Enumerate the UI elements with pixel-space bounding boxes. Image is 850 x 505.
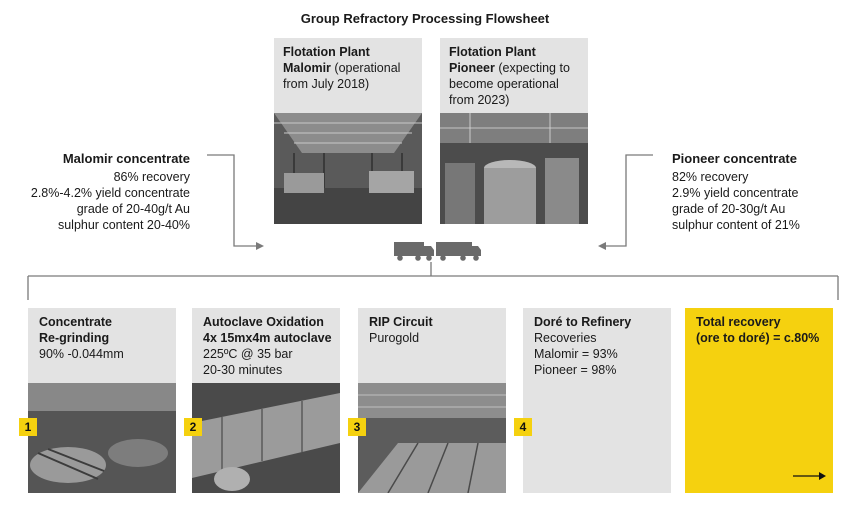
step-3-photo bbox=[358, 383, 506, 493]
step-2-title-2: 4x 15mx4m autoclave bbox=[203, 331, 332, 345]
plant-pioneer-photo bbox=[440, 113, 588, 224]
pioneer-concentrate-heading: Pioneer concentrate bbox=[672, 151, 797, 166]
step-3-badge: 3 bbox=[348, 418, 366, 436]
step-4-detail-1: Recoveries bbox=[534, 331, 597, 345]
connector-malomir bbox=[207, 154, 258, 247]
step-3-detail: Purogold bbox=[369, 331, 420, 345]
step-1-badge: 1 bbox=[19, 418, 37, 436]
arrow-right-icon bbox=[793, 472, 826, 480]
total-recovery-value: (ore to doré) = c.80% bbox=[696, 331, 820, 345]
arrowhead-right-icon bbox=[598, 242, 606, 250]
pioneer-grade: grade of 20-30g/t Au bbox=[672, 202, 786, 216]
step-4-title: Doré to Refinery bbox=[534, 315, 632, 329]
step-4-detail-2: Malomir = 93% bbox=[534, 347, 618, 361]
pioneer-recovery: 82% recovery bbox=[672, 170, 749, 184]
step-4-box: Doré to Refinery Recoveries Malomir = 93… bbox=[523, 308, 671, 493]
step-1-title: Concentrate bbox=[39, 315, 112, 329]
step-2-badge: 2 bbox=[184, 418, 202, 436]
truck-icon bbox=[394, 242, 481, 261]
page-title: Group Refractory Processing Flowsheet bbox=[300, 11, 550, 26]
malomir-concentrate: Malomir concentrate 86% recovery 2.8%-4.… bbox=[20, 151, 190, 233]
step-2-box: Autoclave Oxidation 4x 15mx4m autoclave … bbox=[192, 308, 340, 493]
step-4-detail-3: Pioneer = 98% bbox=[534, 363, 617, 377]
plant-malomir-photo bbox=[274, 113, 422, 224]
step-1-photo bbox=[28, 383, 176, 493]
step-2-detail-1: 225ºC @ 35 bar bbox=[203, 347, 293, 361]
malomir-grade: grade of 20-40g/t Au bbox=[76, 202, 190, 216]
connector-pioneer bbox=[604, 154, 653, 247]
step-1-detail: 90% -0.044mm bbox=[39, 347, 124, 361]
malomir-concentrate-heading: Malomir concentrate bbox=[62, 151, 190, 166]
pioneer-concentrate: Pioneer concentrate 82% recovery 2.9% yi… bbox=[672, 151, 842, 233]
step-2-title: Autoclave Oxidation bbox=[203, 315, 324, 329]
pioneer-yield: 2.9% yield concentrate bbox=[672, 186, 799, 200]
step-4-badge: 4 bbox=[514, 418, 532, 436]
step-3-title: RIP Circuit bbox=[369, 315, 433, 329]
malomir-sulphur: sulphur content 20-40% bbox=[57, 218, 190, 232]
step-3-box: RIP Circuit Purogold bbox=[358, 308, 506, 493]
malomir-yield: 2.8%-4.2% yield concentrate bbox=[30, 186, 190, 200]
arrowhead-left-icon bbox=[256, 242, 264, 250]
total-recovery-title: Total recovery bbox=[696, 315, 781, 329]
malomir-recovery: 86% recovery bbox=[113, 170, 190, 184]
pioneer-sulphur: sulphur content of 21% bbox=[672, 218, 800, 232]
step-2-detail-2: 20-30 minutes bbox=[203, 363, 283, 377]
total-recovery-box: Total recovery (ore to doré) = c.80% bbox=[685, 308, 833, 493]
step-1-box: Concentrate Re-grinding 90% -0.044mm bbox=[28, 308, 176, 493]
step-1-title-2: Re-grinding bbox=[39, 331, 110, 345]
step-2-photo bbox=[192, 383, 340, 493]
